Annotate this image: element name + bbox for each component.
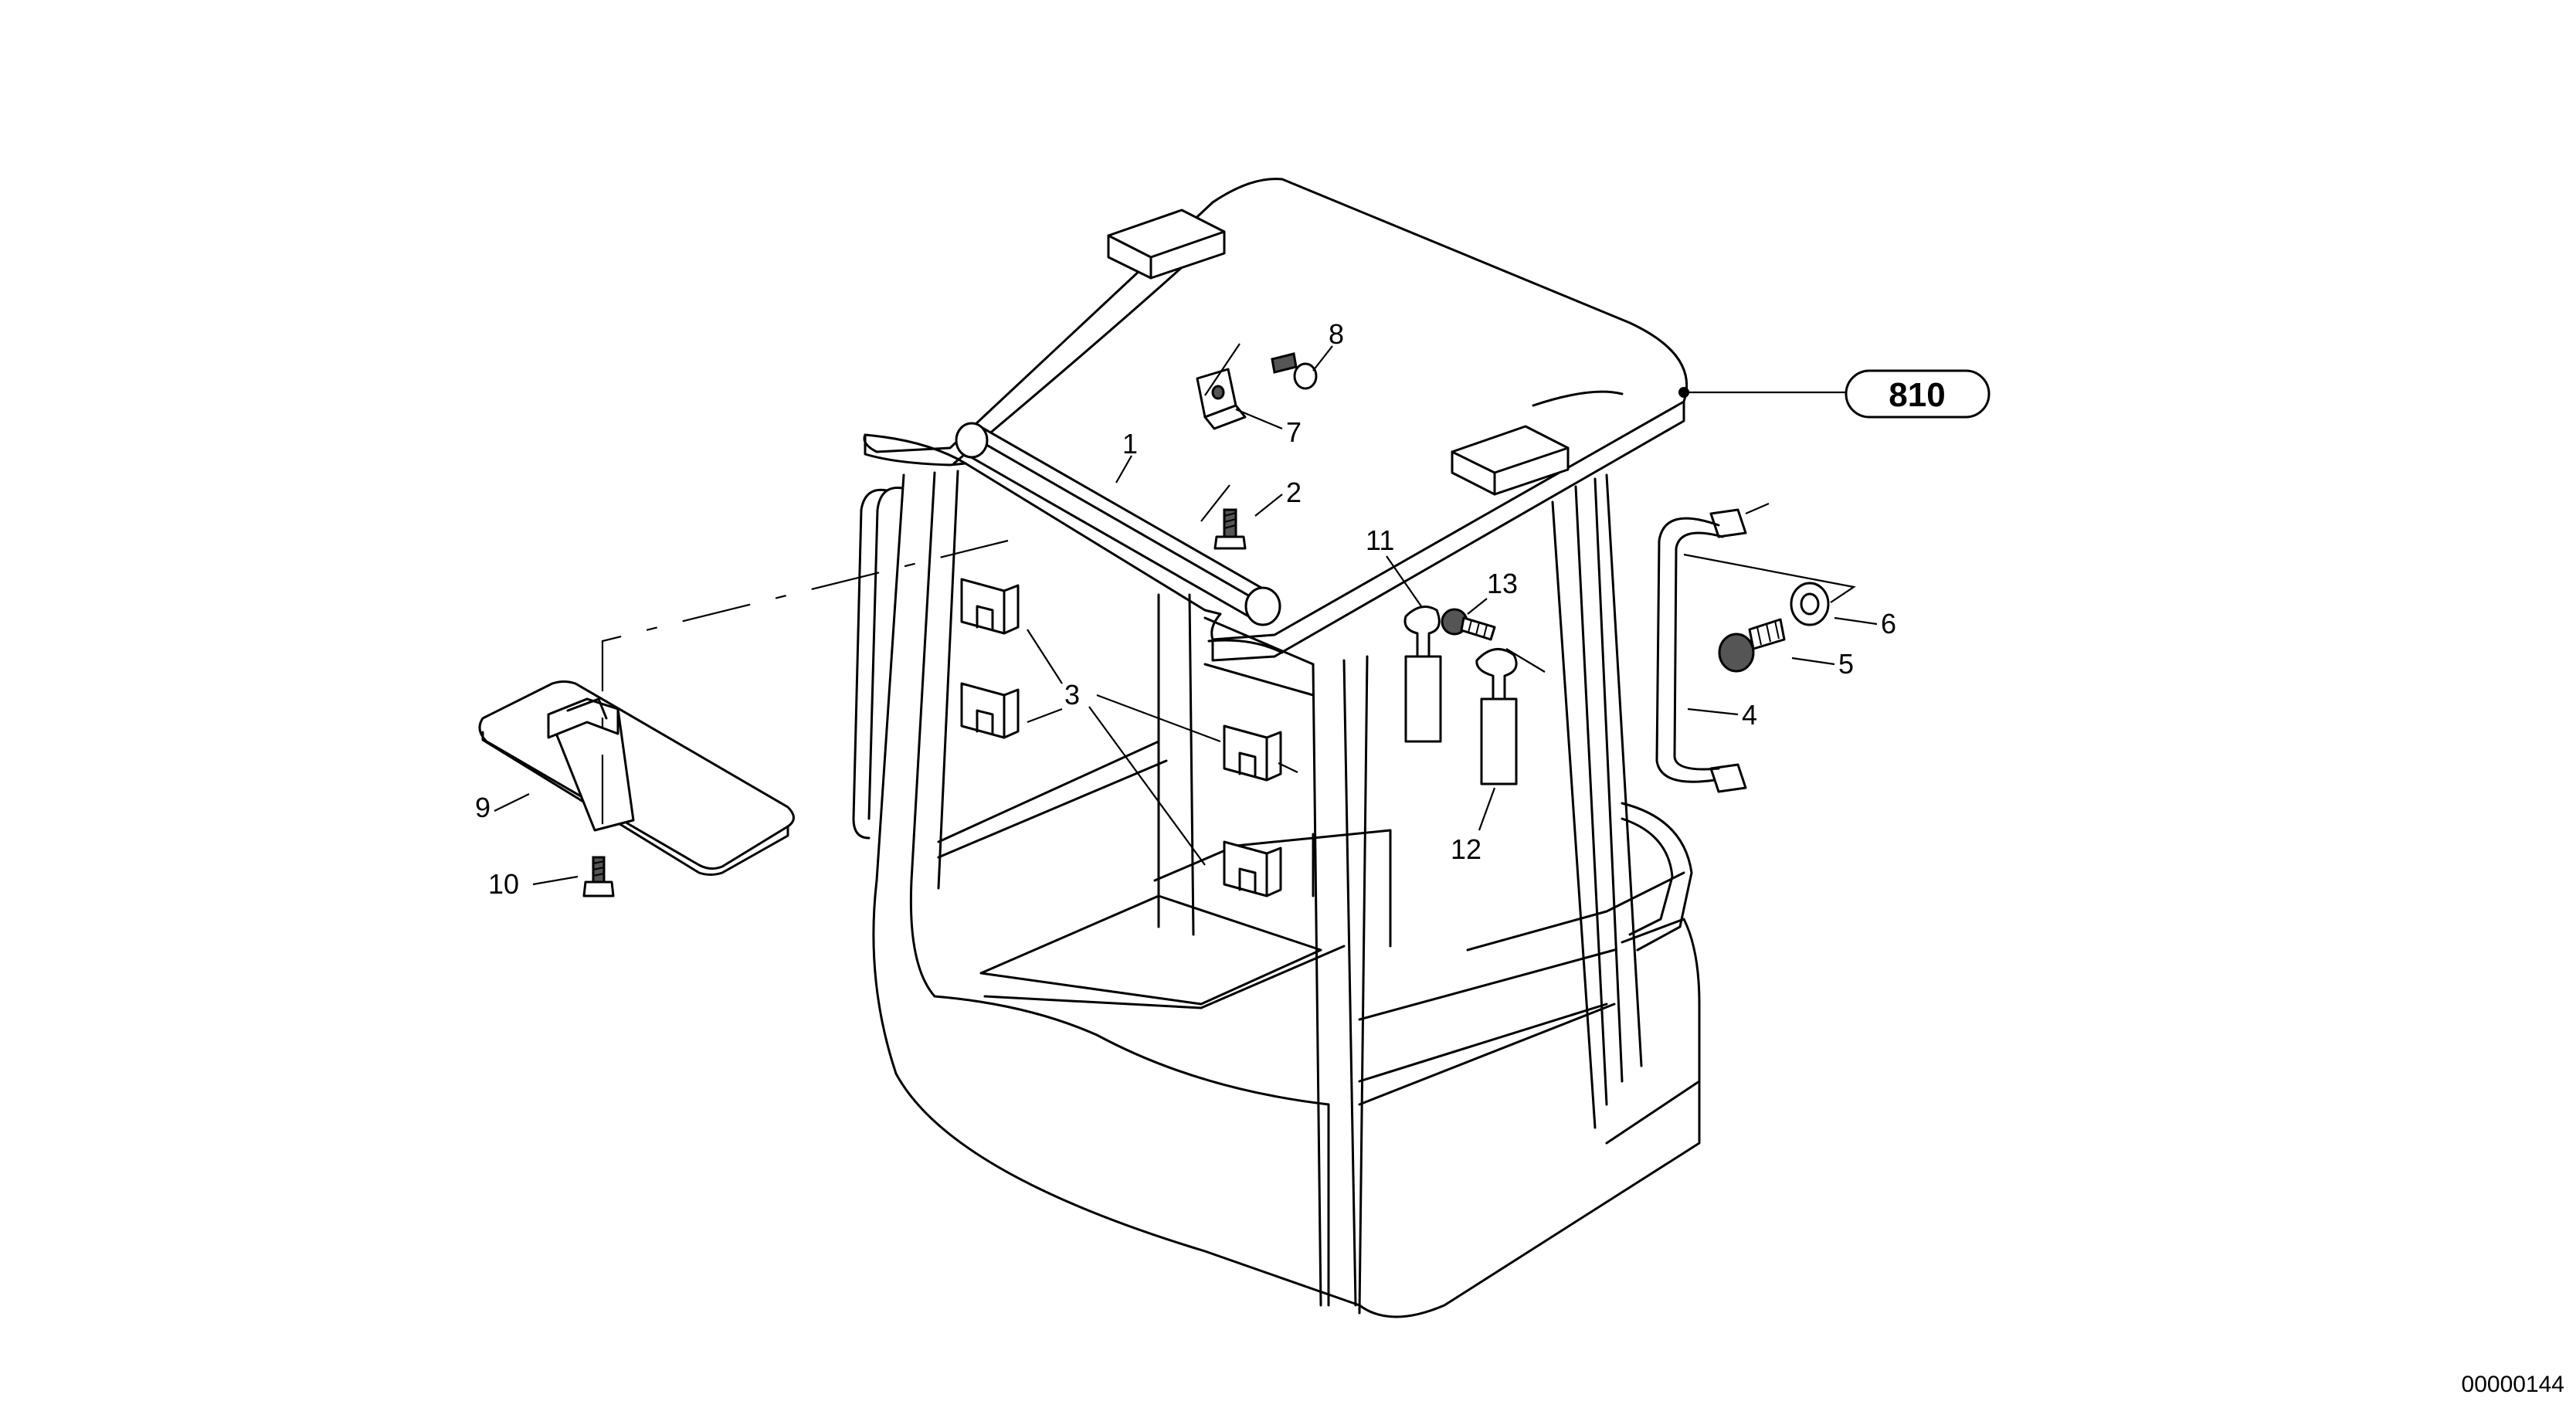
part-7-bracket bbox=[1196, 368, 1247, 430]
callout-6: 6 bbox=[1881, 608, 1896, 640]
callout-7: 7 bbox=[1286, 416, 1302, 448]
clip-d bbox=[1223, 840, 1282, 897]
part-13-screw bbox=[1441, 608, 1496, 641]
callout-12: 12 bbox=[1451, 833, 1481, 865]
clip-c bbox=[1223, 724, 1282, 782]
part-4-grab-handle bbox=[1655, 508, 1747, 793]
reference-label: 810 bbox=[1889, 376, 1945, 414]
leader-lines bbox=[494, 343, 1878, 886]
reference-badge: 810 bbox=[1845, 369, 1991, 419]
cab-body bbox=[852, 178, 1701, 1318]
clip-b bbox=[960, 682, 1020, 739]
part-6-washer bbox=[1790, 582, 1830, 626]
part-12-latch bbox=[1475, 648, 1518, 785]
callout-8: 8 bbox=[1329, 318, 1344, 350]
callout-11: 11 bbox=[1366, 524, 1394, 556]
part-1-roof-bar bbox=[955, 422, 1281, 626]
reference-badge-outline bbox=[1845, 369, 1991, 419]
callout-2: 2 bbox=[1286, 477, 1302, 508]
callout-10: 10 bbox=[488, 868, 519, 900]
part-8-screw bbox=[1271, 352, 1318, 390]
part-2-screw bbox=[1213, 508, 1247, 550]
callout-numbers: 1 2 3 4 5 6 7 8 9 10 11 12 13 bbox=[475, 318, 1896, 900]
part-3-clips bbox=[960, 578, 1282, 897]
part-11-latch bbox=[1403, 606, 1442, 743]
part-9-visor bbox=[478, 680, 795, 876]
callout-4: 4 bbox=[1742, 699, 1757, 731]
callout-13: 13 bbox=[1487, 568, 1518, 599]
callout-9: 9 bbox=[475, 792, 490, 823]
callout-3: 3 bbox=[1064, 679, 1080, 711]
callout-1: 1 bbox=[1122, 428, 1138, 460]
clip-a bbox=[960, 578, 1020, 635]
document-id: 00000144 bbox=[2462, 1372, 2564, 1397]
reference-dot bbox=[1678, 387, 1689, 398]
callout-5: 5 bbox=[1838, 648, 1854, 680]
part-5-bolt bbox=[1718, 618, 1786, 673]
part-10-screw bbox=[582, 856, 615, 897]
